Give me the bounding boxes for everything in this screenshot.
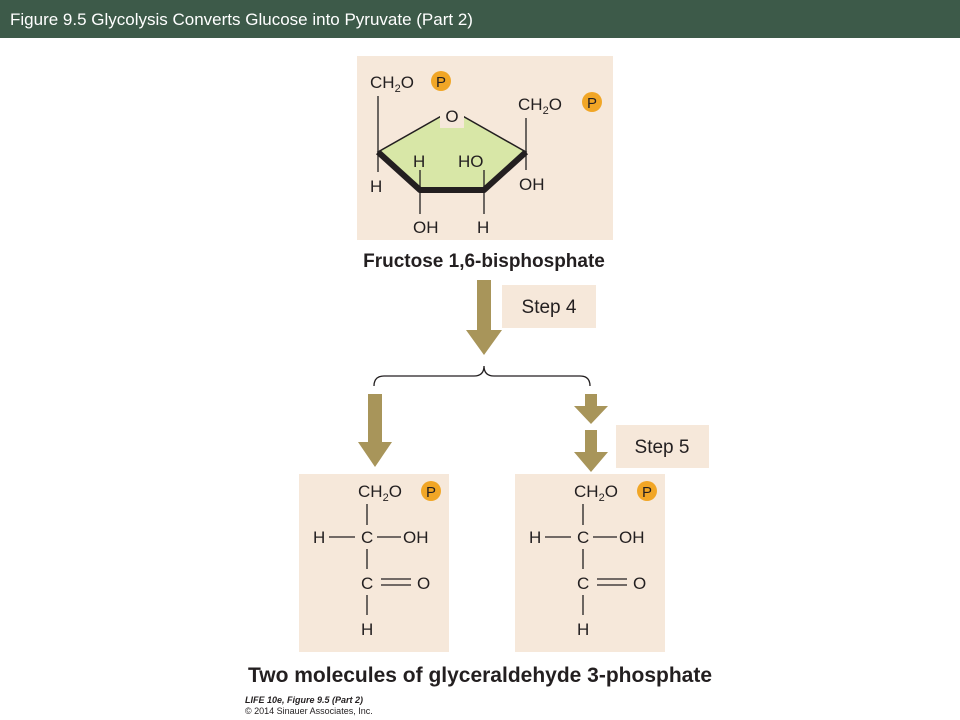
phosphate-label: P [587, 95, 597, 112]
step4-label: Step 4 [522, 297, 577, 318]
fructose-h-left: H [370, 177, 382, 196]
fructose-oh-right: OH [519, 175, 545, 194]
fructose-h-inner: H [413, 152, 425, 171]
fructose-ho-inner: HO [458, 152, 484, 171]
phosphate-icon [582, 92, 602, 112]
fructose-ch2-left: CH2O [370, 73, 414, 95]
step5-arrow-top-icon [574, 394, 608, 424]
ring-oxygen-gap [440, 104, 464, 128]
ring-oxygen: O [445, 107, 458, 126]
phosphate-icon [431, 71, 451, 91]
ring-bold-edge [375, 149, 529, 193]
credit-line-1: LIFE 10e, Figure 9.5 (Part 2) [245, 695, 364, 705]
phosphate-label: P [436, 74, 446, 91]
step4-box [502, 285, 596, 328]
step4-arrow-icon [466, 280, 502, 355]
fructose-ch2-right: CH2O [518, 95, 562, 117]
step5-arrow-bottom-icon [574, 430, 608, 472]
split-bracket [373, 365, 591, 387]
fructose-caption: Fructose 1,6-bisphosphate [363, 251, 605, 272]
step5-box [616, 425, 709, 468]
fructose-oh-bottom: OH [413, 218, 439, 237]
g3p-panel-right [515, 474, 665, 652]
left-arrow-icon [358, 394, 392, 467]
g3p-panel-left [299, 474, 449, 652]
g3p-caption: Two molecules of glyceraldehyde 3-phosph… [248, 664, 712, 687]
step5-label: Step 5 [635, 437, 690, 458]
credit-line-2: © 2014 Sinauer Associates, Inc. [245, 706, 373, 716]
fructose-h-bottom: H [477, 218, 489, 237]
title-bar: Figure 9.5 Glycolysis Converts Glucose i… [0, 0, 960, 38]
slide-title: Figure 9.5 Glycolysis Converts Glucose i… [10, 10, 473, 29]
figure-credit: LIFE 10e, Figure 9.5 (Part 2) © 2014 Sin… [245, 695, 373, 717]
